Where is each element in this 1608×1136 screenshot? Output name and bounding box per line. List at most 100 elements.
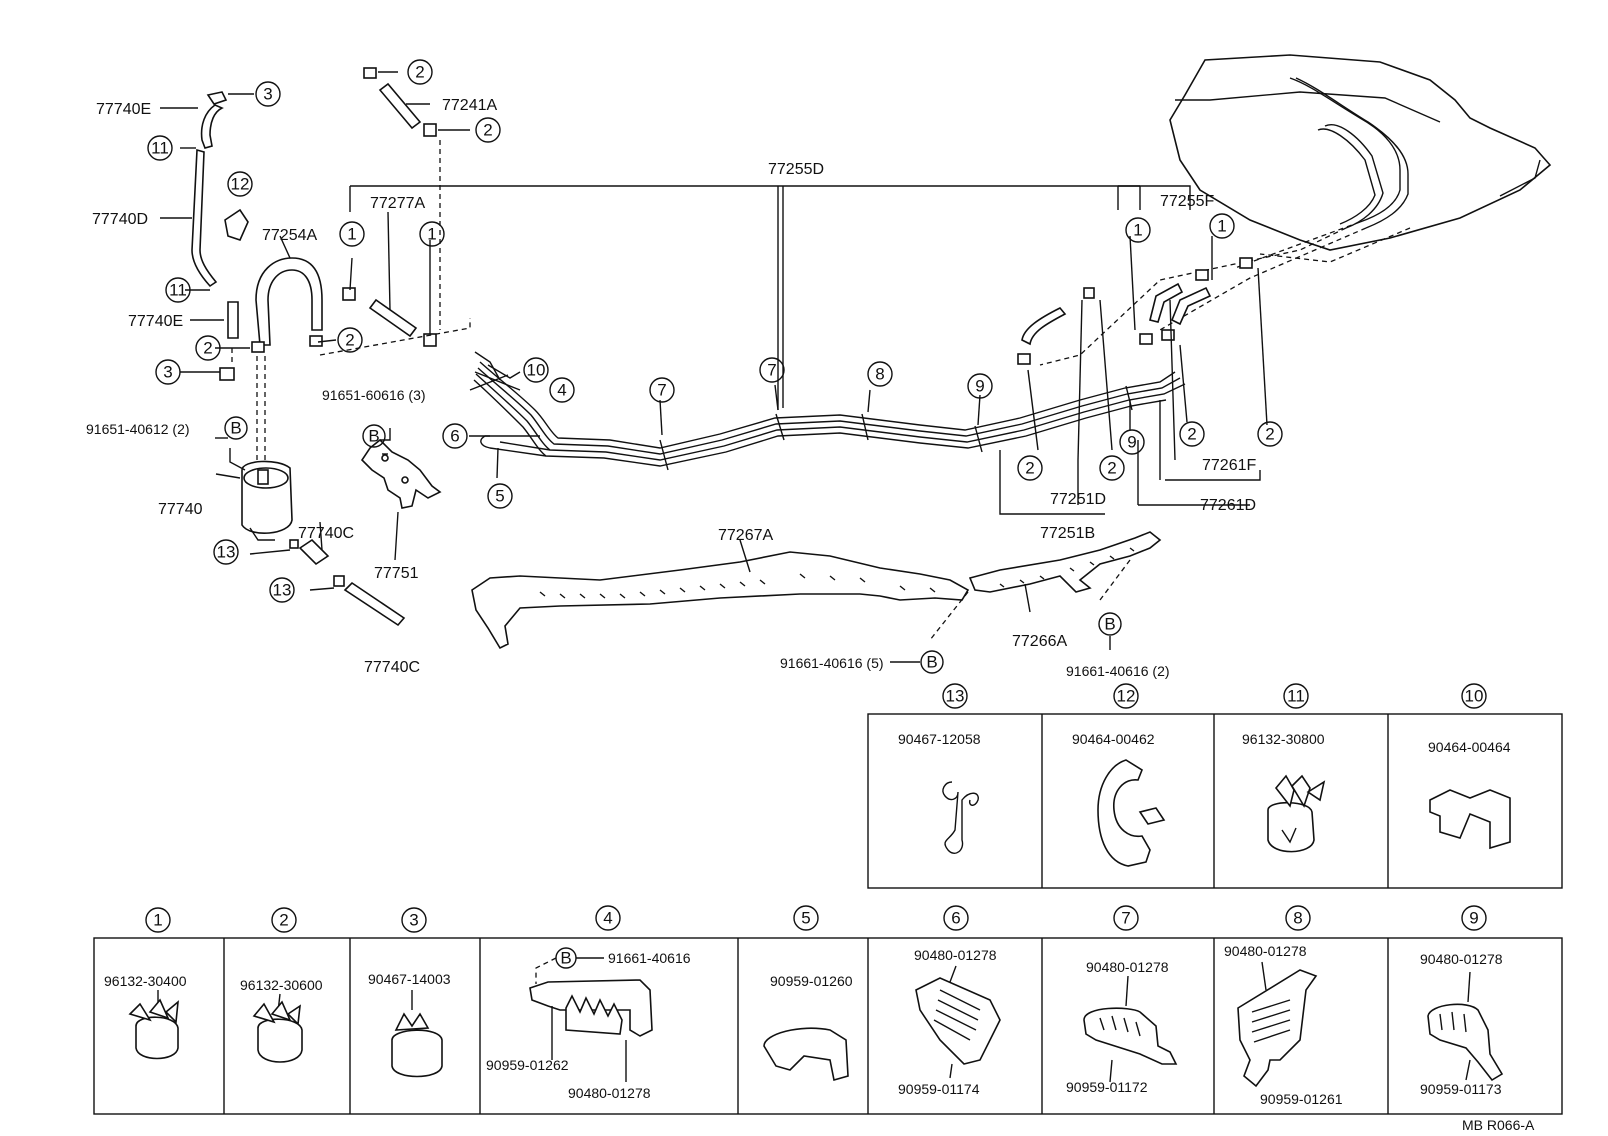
hose-77251D	[1017, 307, 1067, 365]
svg-text:2: 2	[345, 331, 354, 350]
svg-text:2: 2	[1107, 459, 1116, 478]
svg-text:90959-01173: 90959-01173	[1420, 1081, 1502, 1097]
svg-text:13: 13	[946, 687, 965, 706]
svg-text:1: 1	[153, 911, 162, 930]
svg-text:77255D: 77255D	[768, 161, 824, 178]
hose-77740E-top	[200, 91, 228, 149]
hose-77254A	[255, 257, 323, 346]
svg-text:1: 1	[347, 225, 356, 244]
svg-text:77751: 77751	[374, 565, 419, 582]
svg-text:90480-01278: 90480-01278	[914, 947, 997, 963]
svg-text:90480-01278: 90480-01278	[1224, 943, 1307, 959]
svg-text:90480-01278: 90480-01278	[1086, 959, 1169, 975]
svg-text:B: B	[560, 949, 571, 968]
svg-text:7: 7	[657, 381, 666, 400]
svg-text:77254A: 77254A	[262, 227, 317, 244]
hose-77241A	[363, 67, 437, 137]
bracket-77267A	[471, 551, 970, 650]
svg-text:91661-40616 (5): 91661-40616 (5)	[780, 655, 884, 671]
hose-77740D	[191, 148, 218, 288]
svg-text:90464-00462: 90464-00462	[1072, 731, 1155, 747]
svg-text:2: 2	[1187, 425, 1196, 444]
callout-circles: 3 11 12 11 2 3 2 2 1 1 2 10 4 6 5 7 7 8 …	[147, 59, 1283, 674]
svg-text:2: 2	[279, 911, 288, 930]
svg-text:B: B	[926, 653, 937, 672]
bracket-77751	[360, 438, 442, 509]
svg-text:2: 2	[1265, 425, 1274, 444]
svg-text:90464-00464: 90464-00464	[1428, 739, 1511, 755]
svg-text:2: 2	[415, 63, 424, 82]
svg-text:11: 11	[151, 139, 169, 158]
svg-text:96132-30600: 96132-30600	[240, 977, 323, 993]
svg-text:90467-12058: 90467-12058	[898, 731, 981, 747]
svg-text:3: 3	[263, 85, 272, 104]
svg-text:12: 12	[231, 175, 250, 194]
svg-text:7: 7	[767, 361, 776, 380]
svg-text:77261F: 77261F	[1202, 457, 1256, 474]
hose-77277A	[368, 298, 418, 338]
svg-text:77266A: 77266A	[1012, 633, 1067, 650]
svg-text:5: 5	[495, 487, 504, 506]
charcoal-canister-77740	[241, 460, 293, 541]
svg-text:10: 10	[527, 361, 546, 380]
svg-text:12: 12	[1117, 687, 1136, 706]
svg-text:2: 2	[483, 121, 492, 140]
bracket-77266A	[968, 531, 1162, 593]
bracket-holes-2	[999, 547, 1135, 588]
svg-text:9: 9	[1127, 433, 1136, 452]
svg-text:90959-01262: 90959-01262	[486, 1057, 569, 1073]
svg-text:96132-30800: 96132-30800	[1242, 731, 1325, 747]
svg-text:1: 1	[427, 225, 436, 244]
svg-text:77255F: 77255F	[1160, 193, 1214, 210]
clip-3-small	[219, 367, 235, 381]
svg-text:11: 11	[169, 281, 187, 300]
svg-text:77241A: 77241A	[442, 97, 497, 114]
svg-text:77740E: 77740E	[128, 313, 183, 330]
svg-text:9: 9	[1469, 909, 1478, 928]
svg-text:2: 2	[1025, 459, 1034, 478]
svg-text:3: 3	[409, 911, 418, 930]
svg-text:B: B	[230, 419, 241, 438]
svg-text:8: 8	[875, 365, 884, 384]
svg-text:4: 4	[603, 909, 612, 928]
svg-text:9: 9	[975, 377, 984, 396]
svg-text:5: 5	[801, 909, 810, 928]
svg-text:2: 2	[203, 339, 212, 358]
svg-text:11: 11	[1287, 687, 1305, 706]
svg-text:77740E: 77740E	[96, 101, 151, 118]
svg-text:90959-01174: 90959-01174	[898, 1081, 980, 1097]
svg-text:77267A: 77267A	[718, 527, 773, 544]
clip-12	[224, 208, 249, 241]
part-number-labels: 77740E 77740D 77740E 77241A 77277A 77254…	[86, 97, 1256, 679]
hose-77255F	[1149, 282, 1212, 326]
svg-text:90480-01278: 90480-01278	[1420, 951, 1503, 967]
diagram-reference-code: MB R066-A	[1462, 1117, 1535, 1133]
bracket-holes	[539, 573, 936, 599]
svg-text:77740D: 77740D	[92, 211, 148, 228]
svg-text:90480-01278: 90480-01278	[568, 1085, 651, 1101]
svg-text:91651-60616 (3): 91651-60616 (3)	[322, 387, 426, 403]
hose-77740E-mid	[227, 301, 239, 339]
hose-77740C-short	[289, 538, 330, 566]
svg-text:77251B: 77251B	[1040, 525, 1095, 542]
svg-text:10: 10	[1465, 687, 1484, 706]
svg-text:91661-40616 (2): 91661-40616 (2)	[1066, 663, 1170, 679]
svg-text:90959-01260: 90959-01260	[770, 973, 853, 989]
svg-text:77740C: 77740C	[364, 659, 420, 676]
fuel-tank	[1169, 54, 1552, 251]
svg-text:6: 6	[450, 427, 459, 446]
svg-text:1: 1	[1133, 221, 1142, 240]
svg-text:77261D: 77261D	[1200, 497, 1256, 514]
leader-lines	[160, 71, 1268, 663]
fuel-pipe-bundle	[473, 351, 1186, 471]
svg-text:91651-40612 (2): 91651-40612 (2)	[86, 421, 190, 437]
svg-text:13: 13	[273, 581, 292, 600]
svg-text:90959-01172: 90959-01172	[1066, 1079, 1148, 1095]
legend-top: 13 12 11 10 90467-12058 90464-00462 9613…	[867, 683, 1563, 889]
svg-text:96132-30400: 96132-30400	[104, 973, 187, 989]
svg-text:90467-14003: 90467-14003	[368, 971, 451, 987]
svg-text:7: 7	[1121, 909, 1130, 928]
hose-77740C-long	[333, 575, 406, 627]
